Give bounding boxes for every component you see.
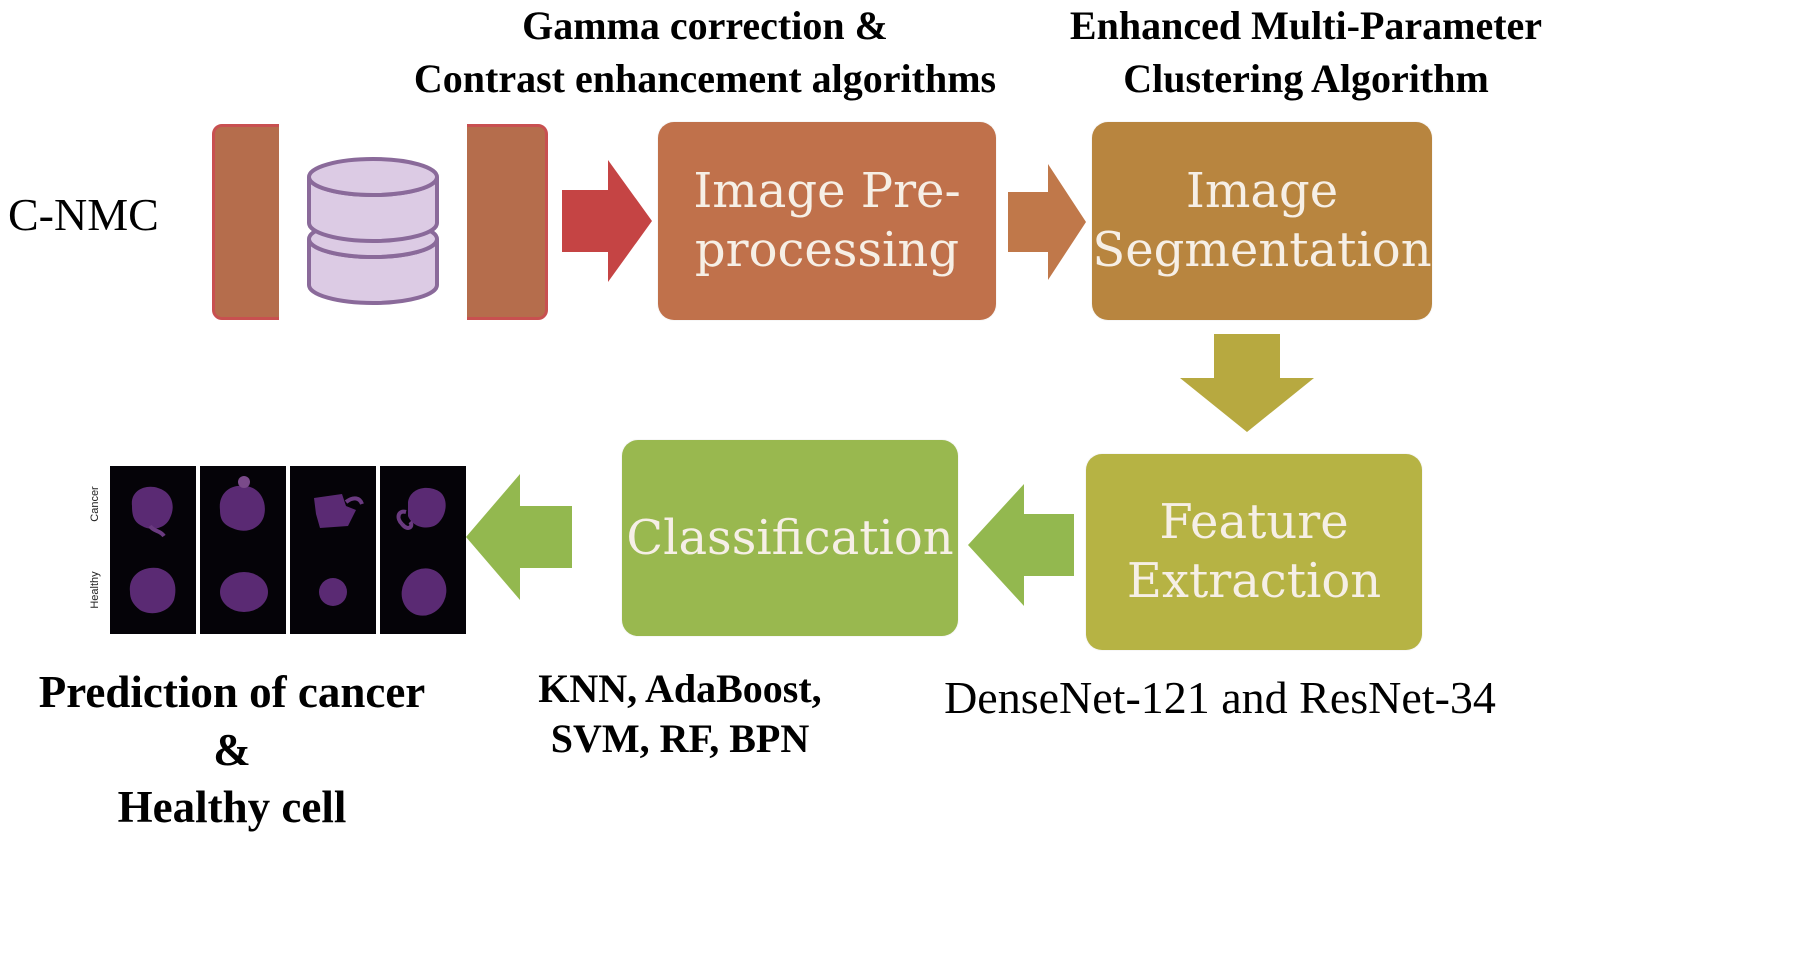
segmentation-line1: Image (1185, 163, 1339, 220)
arrow-segmentation-to-feature (1180, 334, 1314, 432)
cell-image-grid: Cancer Healthy (80, 464, 466, 634)
database-icon (307, 157, 439, 305)
segmentation-caption-line2: Clustering Algorithm (1123, 55, 1489, 101)
source-box (212, 124, 548, 320)
segmentation-caption: Enhanced Multi-Parameter Clustering Algo… (1050, 0, 1562, 106)
feature-line1: Feature (1159, 494, 1349, 551)
arrow-classification-to-prediction (466, 474, 572, 600)
source-label: C-NMC (8, 189, 159, 240)
preprocessing-box: Image Pre- processing (658, 122, 996, 320)
healthy-cell-3 (290, 548, 376, 634)
healthy-row-label: Healthy (89, 571, 101, 609)
prediction-caption-line3: Healthy cell (117, 782, 347, 833)
cancer-row-label: Cancer (89, 486, 101, 522)
cancer-cell-3 (290, 466, 376, 552)
healthy-cell-2 (200, 548, 286, 634)
segmentation-caption-line1: Enhanced Multi-Parameter (1069, 3, 1543, 48)
classification-caption-line2: SVM, RF, BPN (550, 715, 810, 761)
arrow-preprocessing-to-segmentation (1008, 164, 1086, 280)
preprocessing-line1: Image Pre- (693, 163, 961, 220)
segmentation-box: Image Segmentation (1092, 122, 1432, 320)
healthy-cell-4 (380, 548, 466, 634)
classification-box: Classification (622, 440, 958, 636)
segmentation-line2: Segmentation (1092, 222, 1432, 278)
healthy-cell-1 (110, 548, 196, 634)
cancer-cell-4 (380, 466, 466, 552)
preprocessing-caption-line1: Gamma correction & (522, 3, 888, 48)
prediction-caption: Prediction of cancer & Healthy cell (8, 664, 456, 837)
cancer-cell-1 (110, 466, 196, 552)
prediction-caption-line2: & (213, 724, 251, 775)
feature-line2: Extraction (1126, 553, 1382, 609)
classification-caption-line1: KNN, AdaBoost, (538, 666, 822, 711)
classification-caption: KNN, AdaBoost, SVM, RF, BPN (500, 664, 860, 763)
prediction-caption-line1: Prediction of cancer (38, 667, 426, 717)
feature-caption: DenseNet-121 and ResNet-34 (944, 672, 1496, 723)
cancer-cell-2 (200, 466, 286, 552)
arrow-feature-to-classification (968, 484, 1074, 606)
preprocessing-caption: Gamma correction & Contrast enhancement … (392, 0, 1018, 106)
preprocessing-caption-line2: Contrast enhancement algorithms (413, 55, 997, 101)
classification-label: Classification (626, 509, 954, 566)
arrow-source-to-preprocessing (562, 160, 652, 282)
feature-box: Feature Extraction (1086, 454, 1422, 650)
preprocessing-line2: processing (694, 222, 960, 278)
